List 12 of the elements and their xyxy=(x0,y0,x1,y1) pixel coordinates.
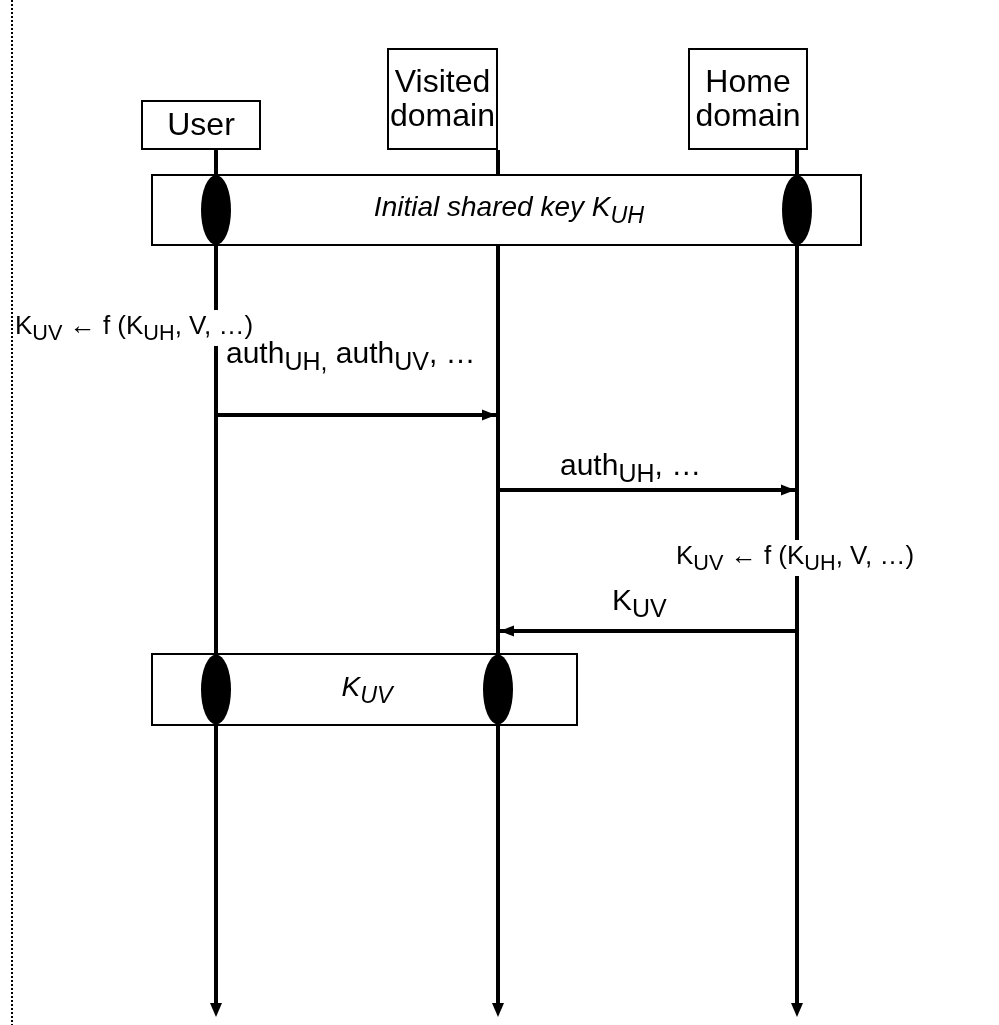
message-arrow xyxy=(500,484,795,496)
message-arrow xyxy=(500,625,795,637)
band-label: Initial shared key K$_{UH}$ xyxy=(373,191,645,229)
participant-box: Home domain xyxy=(688,48,808,150)
formula-note: K$_{UV}$ ← f (K$_{UH}$, V, …) xyxy=(15,310,254,347)
participant-box: Visited domain xyxy=(387,48,498,150)
formula-note: K$_{UV}$ ← f (K$_{UH}$, V, …) xyxy=(676,540,915,577)
shared-key-band xyxy=(151,174,862,246)
message-arrow xyxy=(218,409,496,421)
shared-key-band xyxy=(151,653,578,726)
band-label: K$_{UV}$ xyxy=(341,670,393,709)
participant-box: User xyxy=(141,100,261,150)
